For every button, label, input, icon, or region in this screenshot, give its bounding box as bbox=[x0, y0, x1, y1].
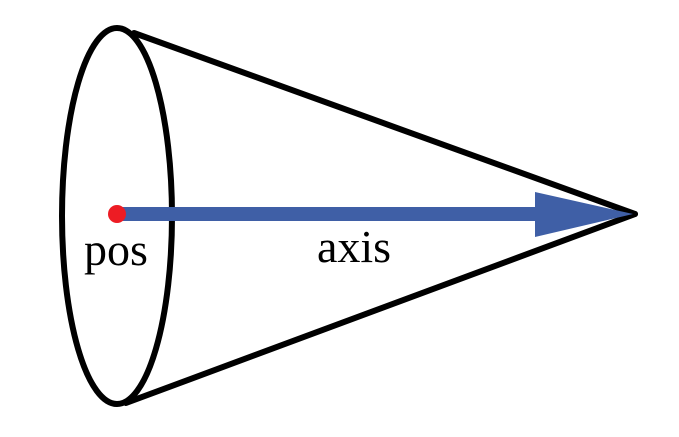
axis-arrow-head bbox=[535, 192, 633, 237]
axis-label: axis bbox=[317, 221, 391, 272]
cone-upper-edge-line bbox=[131, 30, 638, 217]
pos-label: pos bbox=[84, 224, 148, 275]
cone-lower-edge-line bbox=[123, 211, 638, 406]
pos-point-marker bbox=[108, 205, 126, 223]
